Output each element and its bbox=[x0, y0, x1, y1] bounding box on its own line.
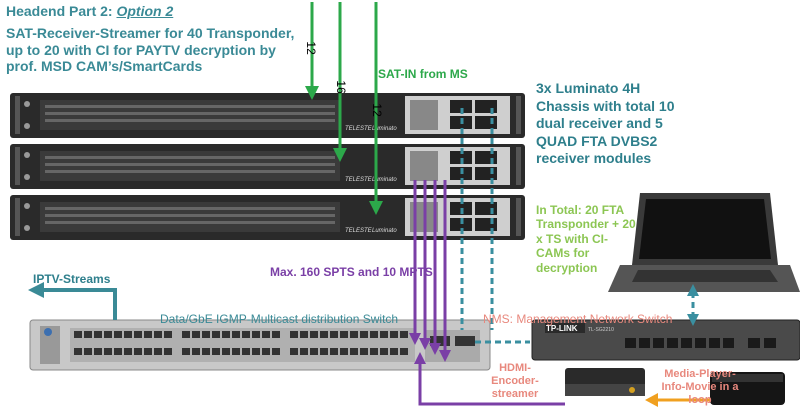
sat-in-label: SAT-IN from MS bbox=[378, 67, 468, 81]
spts-lines bbox=[413, 180, 565, 406]
chassis-model-1: Luminato bbox=[372, 126, 397, 132]
media-player-label: Media-Player-Info-Movie in a loop bbox=[661, 368, 739, 406]
title-subtitle: SAT-Receiver-Streamer for 40 Transponder… bbox=[6, 25, 295, 75]
luminato-chassis-3 bbox=[10, 195, 525, 240]
chassis-model-3: Luminato bbox=[372, 228, 397, 234]
title-headend-label: Headend Part 2: bbox=[6, 3, 117, 19]
spts-label: Max. 160 SPTS and 10 MPTS bbox=[270, 265, 433, 279]
laptop-icon bbox=[608, 193, 800, 292]
management-arrowheads bbox=[687, 284, 699, 326]
sat-in-cables bbox=[305, 2, 383, 215]
nms-label: NMS: Management Network Switch bbox=[483, 312, 673, 326]
nms-model: TL-SG2210 bbox=[588, 327, 614, 333]
chassis-brand-1: TELESTE bbox=[345, 126, 373, 132]
data-switch-label: Data/GbE IGMP-Multicast distribution Swi… bbox=[160, 312, 399, 326]
chassis-brand-3: TELESTE bbox=[345, 228, 373, 234]
chassis-brand-2: TELESTE bbox=[345, 177, 373, 183]
luminato-chassis-2 bbox=[10, 144, 525, 189]
in-total-label: In Total: 20 FTA Transponder + 20 x TS w… bbox=[536, 203, 636, 275]
nms-brand: TP-LINK bbox=[546, 324, 578, 333]
title-headend: Headend Part 2: Option 2 bbox=[6, 3, 173, 20]
luminato-chassis-1 bbox=[10, 93, 525, 138]
spts-arrowheads bbox=[409, 333, 451, 364]
management-lines bbox=[460, 108, 695, 344]
hdmi-encoder-icon bbox=[565, 368, 645, 396]
title-option: Option 2 bbox=[116, 3, 174, 19]
nms-switch: TP-LINK TL-SG2210 bbox=[531, 319, 800, 361]
cable-count-b: 16 bbox=[333, 80, 348, 94]
chassis-model-2: Luminato bbox=[372, 177, 397, 183]
cable-count-a: 12 bbox=[303, 41, 318, 55]
media-player-icon bbox=[710, 372, 785, 405]
media-link bbox=[645, 393, 710, 407]
data-switch bbox=[29, 319, 491, 371]
iptv-arrow bbox=[28, 282, 117, 320]
iptv-label: IPTV-Streams bbox=[33, 272, 111, 286]
luminato-label: 3x Luminato 4H Chassis with total 10 dua… bbox=[536, 80, 675, 166]
cable-count-c: 12 bbox=[369, 103, 384, 117]
hdmi-label: HDMI-Encoder-streamer bbox=[491, 362, 539, 400]
